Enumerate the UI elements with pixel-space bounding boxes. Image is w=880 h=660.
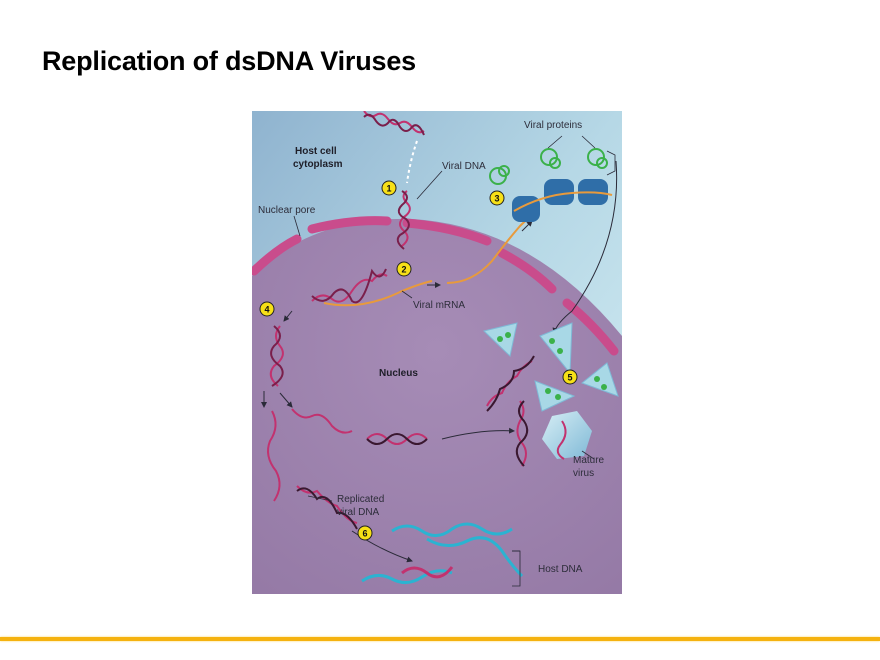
svg-text:4: 4 — [265, 305, 270, 315]
host-dna-label: Host DNA — [538, 564, 583, 575]
nuclear-membrane — [252, 216, 619, 356]
mature-virus-label-line2: virus — [573, 468, 594, 479]
svg-text:1: 1 — [387, 184, 392, 194]
viral-dna-label: Viral DNA — [442, 161, 486, 172]
viral-proteins — [489, 148, 608, 185]
cytoplasm-label-line1: Host cell — [295, 146, 337, 157]
dsdna-replication-diagram: Viral proteins Host cell cytoplasm Viral… — [252, 111, 622, 594]
step-badge-3: 3 — [489, 190, 505, 206]
mature-virus-label-line1: Mature — [573, 455, 605, 466]
footer-rule — [0, 637, 880, 641]
viral-mrna-label: Viral mRNA — [413, 300, 465, 311]
step-badge-1: 1 — [381, 180, 397, 196]
step-badge-6: 6 — [357, 525, 373, 541]
svg-text:3: 3 — [495, 194, 500, 204]
replicated-dna-label-line2: viral DNA — [337, 507, 380, 518]
step-badge-2: 2 — [396, 261, 412, 277]
step-badge-4: 4 — [259, 301, 275, 317]
mature-virus — [542, 411, 592, 459]
viral-proteins-label: Viral proteins — [524, 120, 582, 131]
viral-dna-transcription — [311, 268, 433, 307]
cytoplasm-label-line2: cytoplasm — [293, 159, 343, 170]
nucleus — [252, 218, 622, 594]
slide-title: Replication of dsDNA Viruses — [42, 46, 416, 76]
nuclear-pore-label: Nuclear pore — [258, 205, 316, 216]
viral-dna-packaging — [486, 355, 535, 467]
host-dna — [361, 522, 524, 584]
svg-text:6: 6 — [363, 529, 368, 539]
viral-dna-replication — [267, 325, 428, 530]
replicated-dna-label-line1: Replicated — [337, 494, 384, 505]
svg-text:2: 2 — [402, 265, 407, 275]
viral-dna-entering — [363, 111, 425, 250]
svg-text:5: 5 — [568, 373, 573, 383]
nucleus-label: Nucleus — [379, 368, 418, 379]
step-badge-5: 5 — [562, 369, 578, 385]
